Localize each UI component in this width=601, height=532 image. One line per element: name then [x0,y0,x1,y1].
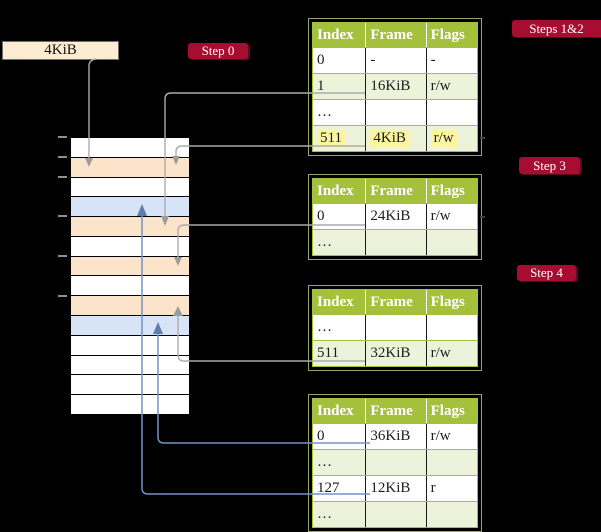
badge-step-3-label: Step 3 [533,157,566,173]
table-cell: r/w [425,126,477,151]
column-header-frame: Frame [365,23,425,47]
table-cell: 0 [317,208,325,224]
column-header-flags: Flags [425,290,477,314]
table-cell: r/w [425,204,477,229]
table-header-row: Index Frame Flags [313,290,477,314]
address-tick [58,215,67,217]
table-cell: r [425,476,477,501]
column-header-index: Index [317,26,354,43]
page-table-1: Index Frame Flags 0 - - 1 16KiB r/w … 51… [308,18,482,156]
table-cell [365,230,425,255]
column-header-index: Index [317,402,354,419]
table-row: … [313,229,477,255]
table-row: 1 16KiB r/w [313,73,477,99]
table-cell: 0 [317,428,325,444]
memory-frame-row-white [71,176,189,197]
table-cell: - [425,48,477,73]
table-row: 127 12KiB r [313,475,477,501]
memory-frame-row-orange [71,295,189,316]
address-tick [58,136,67,138]
table-row: … [313,449,477,475]
table-row: … [313,314,477,340]
table-cell: - [365,48,425,73]
table-row: … [313,501,477,527]
table-row: 0 - - [313,47,477,73]
table-row: 511 32KiB r/w [313,340,477,366]
table-cell [425,502,477,527]
table-cell: 1 [317,78,325,94]
table-row: … [313,99,477,125]
table-cell: r/w [425,74,477,99]
table-row-highlighted: 511 4KiB r/w [313,125,477,151]
badge-steps-1-2-label: Steps 1&2 [529,20,584,36]
table-cell [365,450,425,475]
table-header-row: Index Frame Flags [313,399,477,423]
table-cell [425,450,477,475]
memory-frame-row-blue [71,315,189,335]
badge-step-0: Step 0 [188,43,248,59]
table-cell [365,502,425,527]
table-cell: … [317,454,332,470]
table-cell: 4KiB [365,126,425,151]
memory-column [70,137,190,415]
table-header-row: Index Frame Flags [313,23,477,47]
memory-frame-row-white [71,334,189,355]
table-cell [425,315,477,340]
address-tick [58,295,67,297]
table-cell [365,100,425,125]
table-cell [425,100,477,125]
memory-frame-row-white [71,138,189,157]
table-cell: 511 [317,345,339,361]
column-header-flags: Flags [425,179,477,203]
table-cell: 127 [317,480,340,496]
table-cell: … [317,319,332,335]
table-cell: 32KiB [365,341,425,366]
page-table-4: Index Frame Flags 0 36KiB r/w … 127 12Ki… [308,394,482,532]
table-cell: 24KiB [365,204,425,229]
memory-frame-row-white [71,235,189,256]
address-tick [58,156,67,158]
badge-step-4: Step 4 [517,265,576,281]
memory-frame-row-orange [71,255,189,276]
table-row: 0 24KiB r/w [313,203,477,229]
badge-steps-1-2: Steps 1&2 [512,20,601,37]
page-table-2: Index Frame Flags 0 24KiB r/w … [308,174,482,260]
address-tick [58,176,67,178]
table-cell: r/w [425,424,477,449]
memory-frame-row-orange [71,156,189,177]
table-header-row: Index Frame Flags [313,179,477,203]
badge-step-4-label: Step 4 [530,265,563,280]
table-cell [425,230,477,255]
frame-size-label: 4KiB [2,41,119,60]
table-cell: 36KiB [365,424,425,449]
memory-frame-row-white [71,354,189,375]
table-cell: 0 [317,52,325,68]
table-cell [365,315,425,340]
badge-step-3: Step 3 [519,157,580,174]
table-cell: … [317,506,332,522]
table-cell: 16KiB [365,74,425,99]
table-cell: r/w [425,341,477,366]
memory-frame-row-white [71,394,189,414]
address-tick [58,255,67,257]
table-cell: … [317,234,332,250]
column-header-flags: Flags [425,23,477,47]
table-cell: 12KiB [365,476,425,501]
memory-frame-row-white [71,275,189,296]
table-cell: 511 [313,126,365,151]
column-header-frame: Frame [365,179,425,203]
column-header-index: Index [317,182,354,199]
memory-frame-row-orange [71,216,189,236]
frame-size-text: 4KiB [44,42,77,58]
column-header-frame: Frame [365,399,425,423]
column-header-flags: Flags [425,399,477,423]
memory-frame-row-blue [71,196,189,217]
memory-frame-row-white [71,374,189,395]
badge-step-0-label: Step 0 [201,43,235,58]
table-row: 0 36KiB r/w [313,423,477,449]
table-cell: … [317,104,332,120]
column-header-index: Index [317,293,354,310]
column-header-frame: Frame [365,290,425,314]
page-table-3: Index Frame Flags … 511 32KiB r/w [308,285,482,371]
